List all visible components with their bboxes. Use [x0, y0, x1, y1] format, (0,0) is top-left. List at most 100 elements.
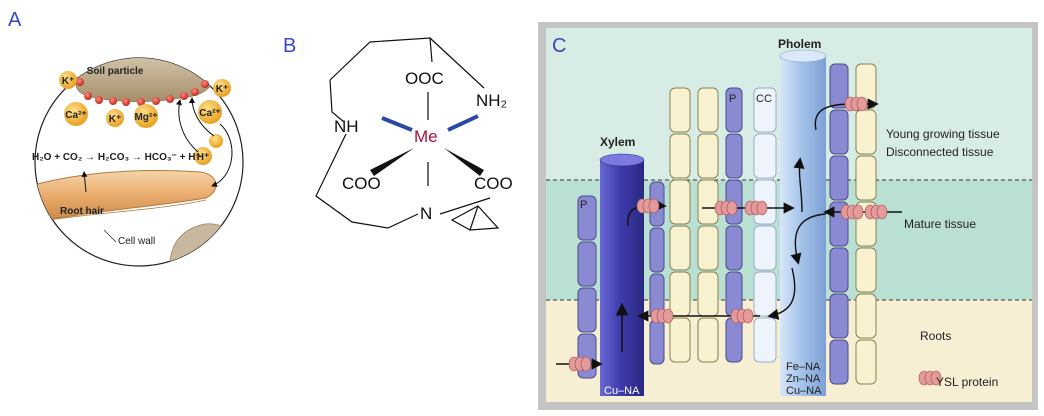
- ion-ca-right-label: Ca²⁺: [199, 108, 220, 119]
- ysl-protein-icon: [580, 356, 592, 372]
- ion-k-mid-label: K⁺: [109, 114, 122, 125]
- parenchyma-cell: [697, 133, 719, 179]
- p-right-label: P: [729, 93, 736, 105]
- panel-a-circle: K⁺ K⁺ Ca²⁺ K⁺ Mg²⁺ Ca²⁺ H⁺ H₂O + CO₂ → H…: [32, 57, 244, 267]
- companion-cell: [649, 227, 665, 273]
- ysl-protein-icon: [930, 370, 942, 386]
- coordination-bond-left: [381, 116, 413, 132]
- coo-left-label: COO: [342, 174, 381, 193]
- companion-cell-cc: [753, 317, 777, 363]
- parenchyma-cell: [669, 271, 691, 317]
- companion-cell: [829, 247, 849, 293]
- ion-k-top-left: [59, 71, 77, 89]
- phloem-cargo-fe: Fe–NA: [786, 361, 821, 373]
- phloem-cargo-cu: Cu–NA: [786, 385, 822, 397]
- mature-tissue-label: Mature tissue: [904, 217, 976, 231]
- parenchyma-cell: [855, 247, 877, 293]
- uptake-arrow: [211, 123, 233, 187]
- ion-h: [194, 147, 212, 165]
- ysl-legend-label: YSL protein: [936, 375, 998, 389]
- young-tissue-label-1: Young growing tissue: [886, 127, 1000, 141]
- parenchyma-cell: [697, 87, 719, 133]
- parenchyma-cell: [855, 109, 877, 155]
- companion-cell: [725, 87, 743, 133]
- p-left-label: P: [580, 199, 587, 211]
- parenchyma-cell: [669, 317, 691, 363]
- wedge-bond-left: [370, 148, 414, 176]
- coo-right-label: COO: [474, 174, 513, 193]
- cell-wall-label: Cell wall: [118, 236, 155, 247]
- parenchyma-cell: [697, 317, 719, 363]
- chelate-structure: [315, 37, 500, 231]
- companion-cell: [649, 319, 665, 365]
- n-label: N: [420, 204, 432, 223]
- companion-cell: [577, 333, 597, 379]
- companion-cell: [725, 133, 743, 179]
- coordination-bond-right: [447, 114, 479, 132]
- phloem-cargo-zn: Zn–NA: [786, 373, 821, 385]
- companion-cell: [829, 155, 849, 201]
- companion-cell-cc: [753, 133, 777, 179]
- exchange-arrow-2: [189, 97, 215, 137]
- ion-k-top-right-label: K⁺: [216, 84, 229, 95]
- ion-ca-left-label: Ca²⁺: [65, 110, 86, 121]
- ion-h-upper: [209, 134, 223, 148]
- parenchyma-cell: [669, 179, 691, 225]
- ysl-protein-icon: [726, 200, 738, 216]
- panel-a-letter: A: [8, 9, 22, 31]
- ysl-protein-icon: [756, 200, 768, 216]
- companion-cell: [829, 63, 849, 109]
- xylem-cargo-label: Cu–NA: [604, 385, 640, 397]
- ion-mg-label: Mg²⁺: [134, 112, 157, 123]
- ooc-label: OOC: [405, 69, 444, 88]
- nh-label: NH: [334, 117, 359, 136]
- companion-cell: [725, 225, 743, 271]
- parenchyma-cell: [669, 87, 691, 133]
- carbonic-acid-equation: H₂O + CO₂ → H₂CO₃ → HCO₃⁻ + H⁺: [32, 152, 201, 163]
- wedge-bond-right: [444, 148, 484, 176]
- nh2-label: NH₂: [476, 91, 507, 110]
- parenchyma-cell: [855, 293, 877, 339]
- companion-cell: [577, 241, 597, 287]
- negative-charges: [76, 78, 209, 106]
- root-hair-label: Root hair: [60, 206, 104, 217]
- parenchyma-cell: [669, 133, 691, 179]
- xylem-label: Xylem: [600, 135, 635, 149]
- metal-center-label: Me: [414, 127, 438, 146]
- ysl-protein-icon: [876, 204, 888, 220]
- ion-ca-left: [64, 102, 88, 126]
- ion-k-mid: [106, 109, 124, 127]
- companion-cell: [829, 339, 849, 385]
- companion-cell-cc: [753, 87, 777, 133]
- exchange-arrow-1: [175, 99, 199, 153]
- ion-h-label: H⁺: [197, 152, 210, 163]
- panel-b-letter: B: [283, 35, 296, 57]
- companion-cell: [829, 109, 849, 155]
- ysl-protein-icon: [852, 204, 864, 220]
- companion-cell-cc: [753, 225, 777, 271]
- young-tissue-label-2: Disconnected tissue: [886, 145, 994, 159]
- parenchyma-cell: [697, 225, 719, 271]
- cc-label: CC: [756, 93, 772, 105]
- ysl-protein-icon: [856, 96, 868, 112]
- companion-cell: [829, 293, 849, 339]
- cell-columns: [577, 63, 877, 385]
- parenchyma-cell: [669, 225, 691, 271]
- parenchyma-cell: [855, 339, 877, 385]
- companion-cell: [725, 317, 743, 363]
- xylem-tube: [599, 153, 645, 396]
- panel-c-letter: C: [552, 35, 566, 57]
- companion-cell-cc: [753, 271, 777, 317]
- ion-k-top-left-label: K⁺: [62, 76, 75, 87]
- parenchyma-cell: [855, 155, 877, 201]
- companion-cell: [577, 287, 597, 333]
- ysl-protein-icon: [742, 308, 754, 324]
- ion-mg: [134, 104, 158, 128]
- companion-cell: [577, 195, 597, 241]
- pholem-label: Pholem: [778, 37, 821, 51]
- ion-k-top-right: [213, 79, 231, 97]
- co2-arrow: [81, 171, 88, 193]
- ysl-proteins: [568, 96, 942, 386]
- ysl-protein-icon: [648, 198, 660, 214]
